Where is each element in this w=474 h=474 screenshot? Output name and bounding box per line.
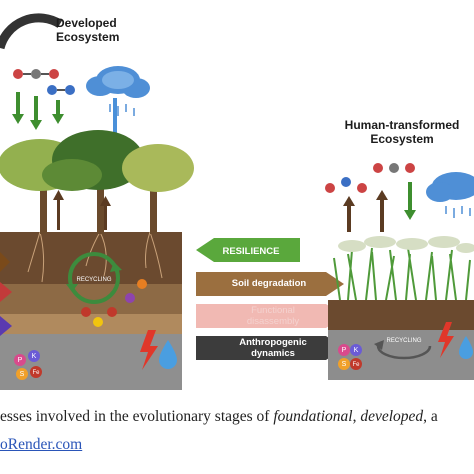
left-edge-arrows-icon [0,252,12,336]
trees-icon [0,130,194,234]
soil-degradation-arrow [196,272,344,296]
svg-text:K: K [354,347,359,354]
functional-disassembly-label: Functional disassembly [218,305,328,327]
human-title-line2: Ecosystem [370,132,434,146]
caption-foundational: foundational [273,408,353,425]
developed-ecosystem-title: Developed Ecosystem [56,16,119,44]
svg-text:K: K [32,353,37,360]
functional-disassembly-arrow [196,304,344,328]
rain-cloud-icon [86,66,150,116]
nutrient-legend-right: P K S Fe [338,344,362,370]
soil-degradation-label: Soil degradation [231,278,307,289]
svg-text:P: P [18,357,23,364]
topsoil-layer [0,232,182,284]
svg-text:S: S [342,361,347,368]
ecosystem-diagram: RECYCLING P K S Fe [0,13,474,390]
rain-cloud-right-icon [426,172,474,218]
lightning-icon [140,330,158,370]
functional-line2: disassembly [246,316,300,327]
caption-part2: , [352,408,361,425]
recycling-cycle-icon: RECYCLING [66,252,122,304]
developed-title-line1: Developed [56,16,117,30]
svg-text:P: P [342,347,347,354]
nutrient-legend-left: P K S Fe [14,350,42,380]
recycling-label: RECYCLING [76,277,111,283]
svg-text:Fe: Fe [32,370,40,376]
recycling-cycle-right-icon: RECYCLING [374,338,432,360]
recycling-right-label: RECYCLING [386,338,421,344]
nutrient-dots-icon [81,279,147,327]
deep-layer [0,314,182,334]
resilience-label: RESILIENCE [222,246,280,257]
subsoil-layer [0,284,182,314]
topsoil-right-layer [328,300,474,330]
water-drop-icon [159,340,177,369]
biorender-link[interactable]: oRender.com [0,436,83,453]
figure-caption: esses involved in the evolutionary stage… [0,408,474,426]
crops-icon [333,247,471,301]
human-title-line1: Human-transformed [344,118,460,132]
developed-title-line2: Ecosystem [56,30,120,44]
water-drop-right-icon [459,336,473,359]
anthropogenic-dynamics-label: Anthropogenic dynamics [218,337,328,359]
caption-developed: developed [360,408,424,425]
n2o-molecule-icon [325,177,367,193]
anthropogenic-line1: Anthropogenic [239,337,307,348]
resilience-arrow [196,238,300,262]
co2-molecule-right-icon [373,163,415,173]
n2-molecule-icon [47,85,75,95]
svg-text:S: S [20,371,25,378]
anthropogenic-dynamics-arrow [196,336,344,360]
emission-arrows-icon [53,190,111,230]
svg-text:Fe: Fe [352,362,360,368]
arc-decoration [0,13,63,50]
caption-part1: esses involved in the evolutionary stage… [0,408,274,425]
co2-molecule-icon [13,69,59,79]
anthropogenic-line2: dynamics [251,348,295,359]
roots-icon [27,231,163,283]
bedrock-layer [0,334,182,390]
emission-arrow-right-icon [343,190,388,232]
human-transformed-title: Human-transformed Ecosystem [320,118,474,146]
crop-heads-icon [338,236,474,253]
deposition-arrows-icon [12,92,64,130]
lightning-right-icon [438,322,454,358]
deposition-arrow-right-icon [404,182,416,220]
functional-line1: Functional [251,305,295,316]
caption-part3: , a [423,408,438,425]
